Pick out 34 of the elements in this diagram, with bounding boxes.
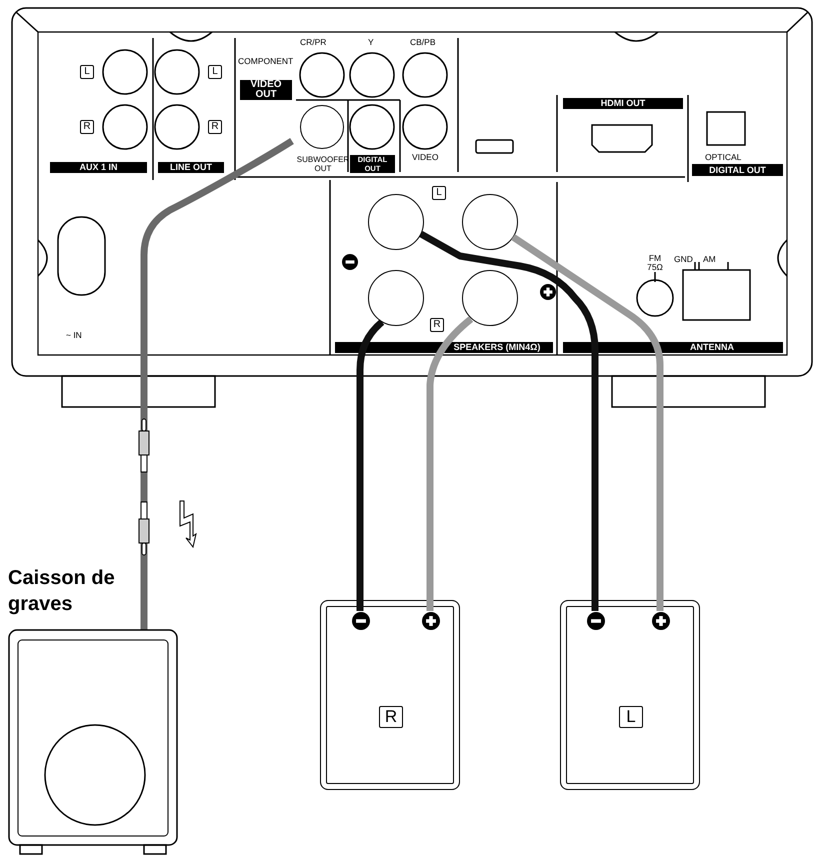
channel-label: R <box>80 120 94 134</box>
speaker-terminal <box>368 270 424 326</box>
channel-label: L <box>432 186 446 200</box>
speaker-terminal <box>462 270 518 326</box>
channel-label: R <box>208 120 222 134</box>
cable <box>419 230 598 611</box>
plus-terminal-icon <box>422 612 440 630</box>
speaker-box <box>560 600 700 790</box>
panel-label: AM <box>703 254 716 264</box>
panel-label: GND <box>674 254 693 264</box>
minus-terminal-icon <box>352 612 370 630</box>
panel-label: COMPONENT <box>238 56 294 66</box>
panel-label: VIDEO OUT <box>240 80 292 100</box>
speaker-terminal <box>462 194 518 250</box>
minus-terminal-icon <box>587 612 605 630</box>
subwoofer-label: Caisson de graves <box>8 566 116 617</box>
channel-label: L <box>208 65 222 79</box>
panel-label: OPTICAL <box>705 152 742 162</box>
speaker-box <box>320 600 460 790</box>
panel-label: CB/PB <box>410 37 436 47</box>
channel-label: L <box>80 65 94 79</box>
channel-label: R <box>430 318 444 332</box>
cable <box>356 319 384 611</box>
cable <box>140 138 294 565</box>
panel-label: VIDEO <box>412 152 438 162</box>
panel-label: Y <box>368 37 374 47</box>
panel-label: FM 75Ω <box>646 254 664 272</box>
plus-terminal-icon <box>652 612 670 630</box>
channel-label: L <box>619 706 643 728</box>
panel-label: CR/PR <box>300 37 326 47</box>
panel-label: ~ IN <box>66 330 82 340</box>
speaker-terminal <box>368 194 424 250</box>
cable <box>511 234 664 611</box>
channel-label: R <box>379 706 403 728</box>
